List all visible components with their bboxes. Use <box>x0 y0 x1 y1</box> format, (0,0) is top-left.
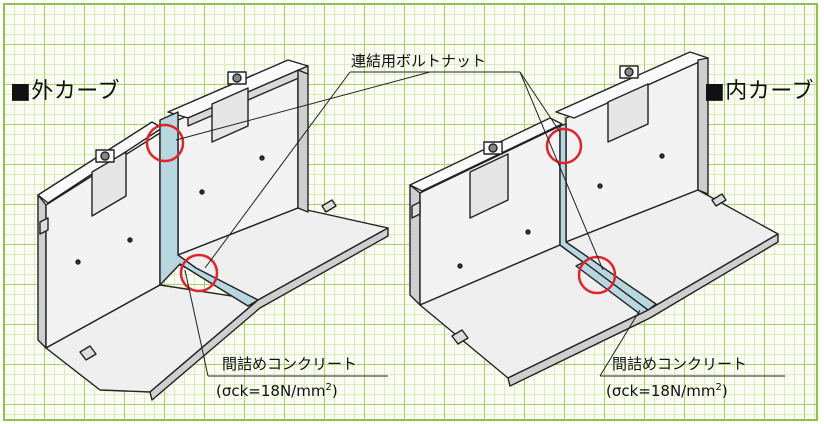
inner-curve-title: ■内カーブ <box>704 79 814 104</box>
inner-bolt-highlight-top <box>545 127 583 165</box>
outer-curve-title: ■外カーブ <box>10 79 120 104</box>
outer-bolt-highlight-top <box>145 123 185 163</box>
strength-close: ) <box>331 382 338 400</box>
inner-joint-concrete <box>559 123 657 311</box>
inner-bolt-highlight-bottom <box>577 255 617 295</box>
strength-exponent: 2 <box>325 382 332 393</box>
outer-left-block-side <box>37 194 47 349</box>
leader-lines <box>175 71 785 377</box>
inner-rib-1 <box>469 153 509 219</box>
outer-joint-concrete <box>159 111 259 307</box>
bolt-nut-label: 連結用ボルトナット <box>351 52 487 70</box>
strength-text: (σck=18N/mm <box>606 382 716 400</box>
concrete-strength-left: (σck=18N/mm2) <box>216 382 338 400</box>
inner-curve-assembly <box>409 51 779 387</box>
strength-text: (σck=18N/mm <box>216 382 326 400</box>
strength-exponent: 2 <box>715 382 722 393</box>
joint-concrete-label-left: 間詰めコンクリート <box>222 355 358 373</box>
outer-bolt-highlight-bottom <box>179 253 219 293</box>
concrete-strength-right: (σck=18N/mm2) <box>606 382 728 400</box>
joint-concrete-label-right: 間詰めコンクリート <box>612 355 748 373</box>
inner-right-block-end <box>697 57 709 195</box>
outer-rib-2 <box>211 87 249 143</box>
strength-close: ) <box>721 382 728 400</box>
inner-rib-2 <box>607 83 649 143</box>
outer-curve-assembly <box>37 59 389 401</box>
